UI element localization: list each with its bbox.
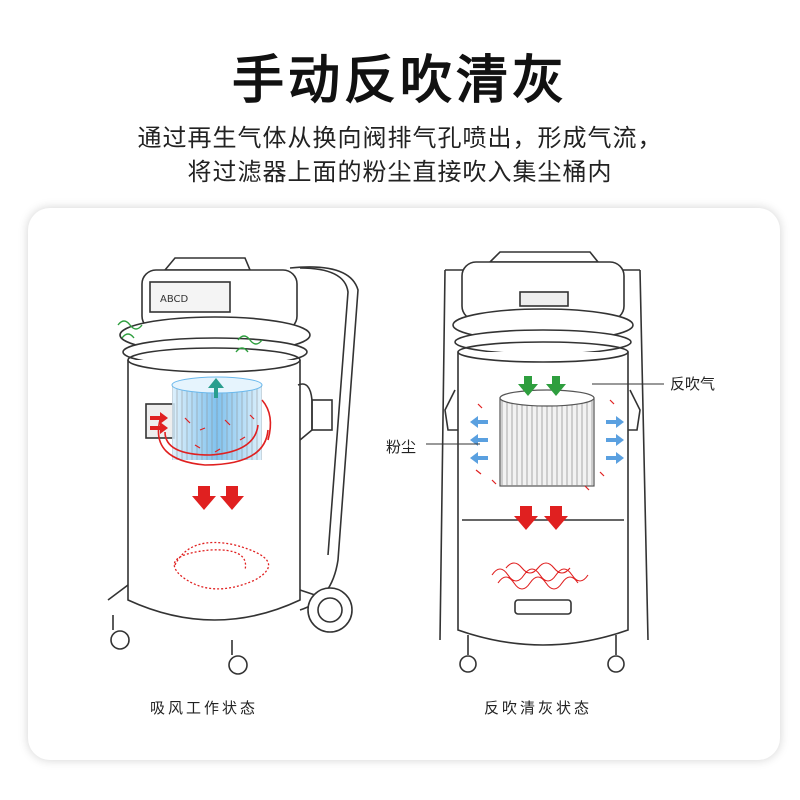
airflow-up-arrow [208, 378, 224, 398]
right-dust-particles [475, 399, 615, 491]
caption-suction-state: 吸风工作状态 [150, 699, 259, 717]
subtitle-line-2: 将过滤器上面的粉尘直接吹入集尘桶内 [187, 158, 613, 186]
left-down-arrows [192, 486, 244, 510]
callout-reverse-air: 反吹气 [670, 375, 716, 393]
left-dust-loop [173, 541, 269, 590]
blue-outward-arrows [470, 416, 624, 464]
right-down-arrows [514, 506, 568, 530]
subtitle-line-1: 通过再生气体从换向阀排气孔喷出，形成气流， [137, 124, 663, 152]
collected-dust [491, 562, 589, 590]
left-vacuum: ABCD [107, 257, 359, 675]
page-title: 手动反吹清灰 [231, 51, 568, 111]
caption-backflush-state: 反吹清灰状态 [484, 699, 593, 717]
left-dust-particles [184, 414, 255, 453]
inlet-arrows [150, 412, 168, 434]
svg-text:ABCD: ABCD [160, 294, 189, 305]
exhaust-swirls [117, 320, 263, 353]
reverse-air-arrows [518, 376, 566, 396]
right-filter [499, 389, 595, 487]
left-airflow-swirl [157, 399, 272, 466]
callout-dust: 粉尘 [386, 438, 417, 456]
